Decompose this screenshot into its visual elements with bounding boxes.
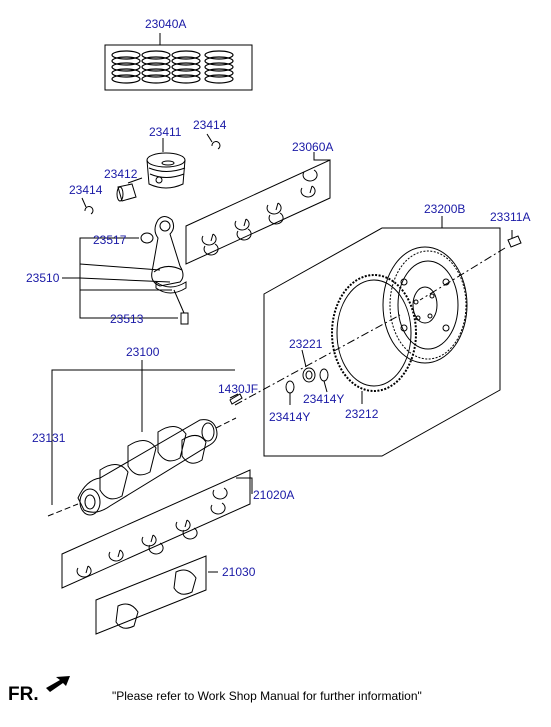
part-label-23060A[interactable]: 23060A — [292, 140, 334, 154]
workshop-manual-note: "Please refer to Work Shop Manual for fu… — [112, 689, 422, 703]
part-label-1430JF[interactable]: 1430JF — [218, 382, 259, 396]
part-label-23414Y-right[interactable]: 23414Y — [303, 392, 345, 406]
piston-pin — [116, 177, 143, 202]
front-direction-label: FR. — [8, 684, 39, 705]
snap-ring-left-y — [285, 380, 295, 405]
flywheel-bolt — [419, 230, 522, 301]
part-label-21030[interactable]: 21030 — [222, 565, 256, 579]
bracket-23510 — [62, 237, 178, 319]
part-label-23311A[interactable]: 23311A — [490, 210, 531, 224]
main-bearing-upper-set — [61, 469, 253, 589]
snap-ring-top — [206, 133, 221, 150]
part-label-23212[interactable]: 23212 — [345, 407, 379, 421]
thrust-bearing-set — [95, 555, 218, 635]
part-label-23414Y-left[interactable]: 23414Y — [269, 410, 311, 424]
connecting-rod — [140, 216, 189, 325]
pilot-bushing — [301, 349, 316, 383]
part-label-23100[interactable]: 23100 — [126, 345, 160, 359]
flywheel — [382, 246, 468, 364]
part-label-23414-left[interactable]: 23414 — [69, 183, 103, 197]
piston-ring-set — [104, 33, 253, 91]
part-label-23131[interactable]: 23131 — [32, 431, 66, 445]
part-label-23200B[interactable]: 23200B — [424, 202, 466, 216]
part-label-23411[interactable]: 23411 — [149, 125, 182, 139]
flywheel-assembly-box — [263, 216, 501, 457]
snap-ring-left — [81, 197, 94, 215]
piston — [146, 138, 186, 189]
crankshaft — [47, 360, 243, 517]
part-label-23510[interactable]: 23510 — [26, 271, 60, 285]
conrod-bearing-set — [185, 152, 331, 265]
part-label-23040A[interactable]: 23040A — [145, 17, 187, 31]
ring-gear — [331, 274, 417, 392]
part-label-21020A[interactable]: 21020A — [253, 488, 295, 502]
part-label-23414-top[interactable]: 23414 — [193, 118, 227, 132]
snap-ring-right — [319, 368, 329, 393]
part-label-23513[interactable]: 23513 — [110, 312, 144, 326]
front-arrow-icon — [46, 676, 70, 692]
part-label-23517[interactable]: 23517 — [93, 233, 127, 247]
part-label-23221[interactable]: 23221 — [289, 337, 323, 351]
part-label-23412[interactable]: 23412 — [104, 167, 138, 181]
